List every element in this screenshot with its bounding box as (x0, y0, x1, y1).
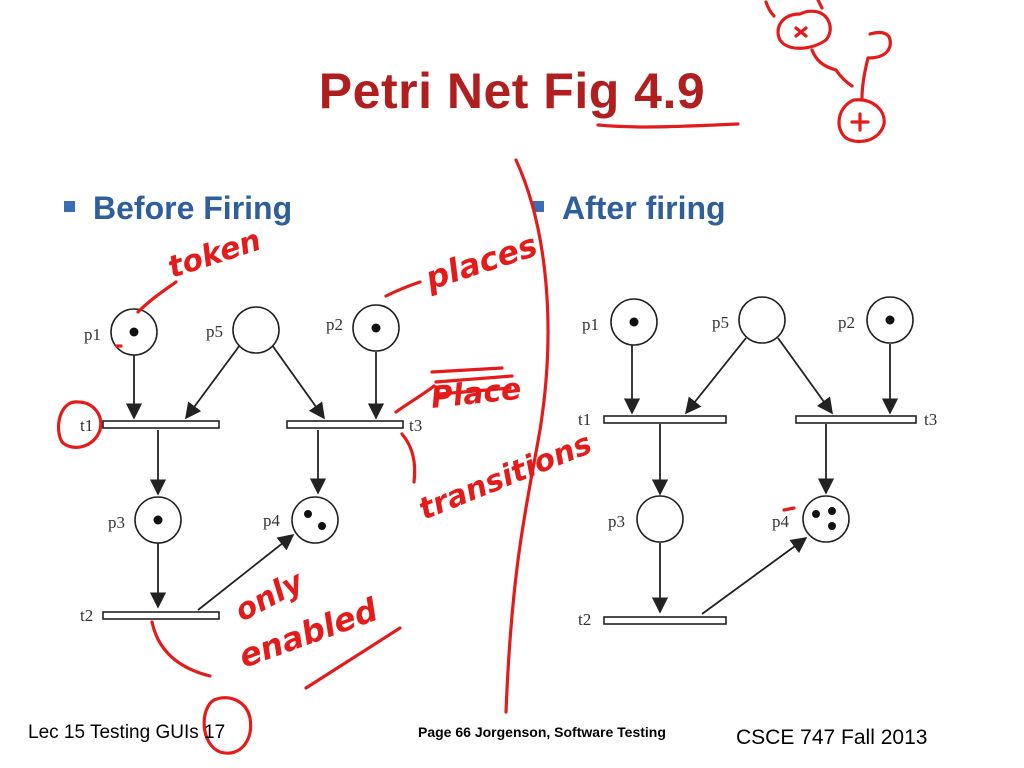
ink-doodle-stroke (764, 0, 776, 18)
label-t1: t1 (80, 416, 93, 435)
ink-scribble (430, 366, 514, 396)
bullet-before-firing: Before Firing (64, 190, 292, 227)
arc-t2-p4 (701, 537, 808, 615)
bullet-after-label: After firing (562, 190, 726, 226)
label-p2: p2 (838, 313, 855, 332)
label-p1: p1 (582, 315, 599, 334)
ink-tick-mark (782, 506, 796, 512)
ink-footer-circle (202, 696, 253, 755)
arc-p5-t3 (777, 337, 833, 415)
token (129, 327, 139, 337)
transition-t1 (603, 415, 727, 424)
token (885, 315, 895, 325)
ink-t2-bracket (150, 620, 212, 678)
label-p3: p3 (608, 512, 625, 531)
ink-places-pointer (384, 280, 422, 298)
ink-doodle-circle-bottom (837, 98, 886, 144)
ink-doodle-wire (810, 48, 854, 88)
before-net: p1 p5 p2 p3 p4 t1 t3 t2 (80, 304, 422, 625)
ink-doodle-tick (816, 0, 824, 10)
label-t3: t3 (409, 416, 422, 435)
label-p4: p4 (772, 512, 790, 531)
after-net: p1 p5 p2 p3 p4 t1 t3 t2 (578, 296, 937, 629)
transition-t3 (286, 420, 404, 429)
ink-transitions-pointer (400, 432, 417, 484)
arc-t2-p4 (197, 533, 295, 611)
bullet-square-icon (533, 201, 544, 212)
ink-doodle-circle-top (776, 9, 832, 50)
arc-p5-t1 (185, 344, 241, 420)
token (304, 510, 312, 518)
label-p3: p3 (108, 513, 125, 532)
label-p2: p2 (326, 315, 343, 334)
bullet-before-label: Before Firing (93, 190, 293, 226)
footer-lecture: Lec 15 Testing GUIs 17 (28, 722, 226, 743)
place-p5 (738, 296, 786, 344)
ink-doodle-x (794, 26, 808, 38)
footer-reference: Page 66 Jorgenson, Software Testing (418, 724, 666, 740)
ink-t1-circle (56, 400, 103, 449)
transition-t1 (102, 420, 220, 429)
token (629, 317, 639, 327)
ink-doodle-wire-right (860, 30, 892, 100)
ink-transitions-text: transitions (414, 426, 597, 527)
ink-token-pointer (136, 280, 178, 314)
bullet-after-firing: After firing (533, 190, 726, 227)
bullet-square-icon (64, 201, 75, 212)
place-p3 (636, 495, 684, 543)
label-t2: t2 (578, 610, 591, 629)
ink-places-text: places (420, 226, 542, 298)
label-p4: p4 (263, 511, 281, 530)
ink-enabled-underline (304, 626, 402, 690)
place-p5 (232, 306, 280, 354)
ink-doodle-plus (850, 112, 870, 132)
transition-t2 (102, 611, 220, 620)
token (153, 515, 163, 525)
ink-annotations: token places Place transitions only enab… (56, 0, 892, 755)
label-p5: p5 (712, 313, 729, 332)
label-p5: p5 (206, 322, 223, 341)
token (828, 522, 836, 530)
slide-title: Petri Net Fig 4.9 (318, 63, 706, 119)
ink-place-pointer (394, 384, 436, 414)
label-t2: t2 (80, 606, 93, 625)
place-p4 (802, 495, 850, 543)
token (371, 323, 381, 333)
ink-divider (504, 158, 550, 714)
ink-title-underline (596, 122, 740, 129)
token (828, 507, 836, 515)
token (812, 510, 820, 518)
token (318, 522, 326, 530)
footer-course: CSCE 747 Fall 2013 (736, 726, 928, 749)
transition-t2 (603, 616, 727, 625)
label-p1: p1 (84, 325, 101, 344)
label-t3: t3 (924, 410, 937, 429)
arc-p5-t1 (684, 337, 747, 415)
label-t1: t1 (578, 410, 591, 429)
arc-p5-t3 (271, 344, 325, 420)
place-p4 (291, 496, 339, 544)
ink-token-text: token (164, 223, 266, 286)
transition-t3 (795, 415, 917, 424)
